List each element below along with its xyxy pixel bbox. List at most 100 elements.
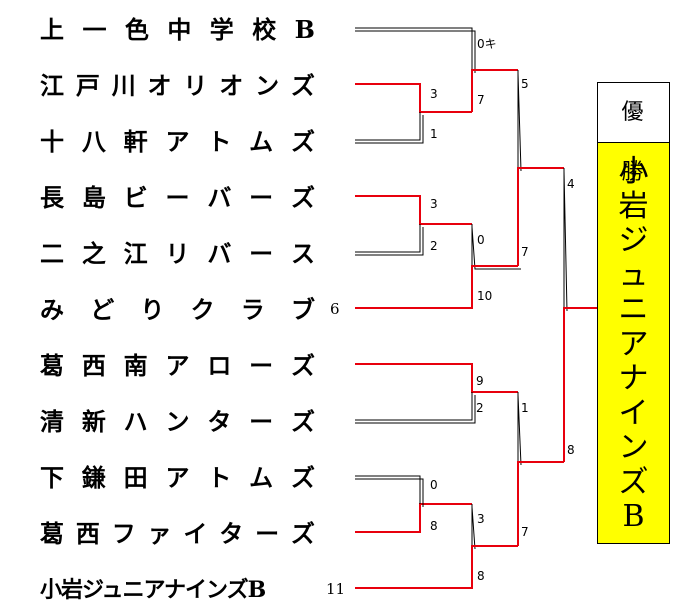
team-name-char: ズ xyxy=(290,183,315,212)
match-score: 3 xyxy=(430,197,438,211)
team-name: 小岩ジュニアナインズB xyxy=(40,577,266,603)
team-name-char: ー xyxy=(249,407,274,436)
team-name-char: 十 xyxy=(40,127,64,156)
winner-name-char: ン xyxy=(618,430,649,465)
match-score: 3 xyxy=(477,512,485,526)
winner-name-char: ナ xyxy=(618,361,649,396)
team-name-char: ン xyxy=(165,407,190,436)
team-name: 二之江リバース xyxy=(40,239,315,269)
team-name-char: 新 xyxy=(81,407,106,436)
team-name-char: ト xyxy=(207,127,232,156)
team-name: 江戸川オリオンズ xyxy=(40,71,315,101)
team-name-char: ズ xyxy=(290,71,315,100)
team-name-char: 川 xyxy=(111,71,136,100)
team-name-char: 校 xyxy=(252,15,277,44)
bracket-line xyxy=(355,392,473,421)
team-name-char: 西 xyxy=(81,351,106,380)
winner-name-char: ズ xyxy=(618,464,649,500)
team-name-char: ア xyxy=(165,127,190,156)
bracket-line xyxy=(355,265,518,309)
team-name-char: 南 xyxy=(123,351,148,380)
bracket-line xyxy=(355,363,518,393)
match-score: 9 xyxy=(476,374,484,388)
team-name-char: バ xyxy=(207,239,232,268)
team-name-char: タ xyxy=(219,519,244,548)
winner-name-char: B xyxy=(622,499,645,534)
match-score: 5 xyxy=(521,77,529,91)
team-name-char: タ xyxy=(207,407,232,436)
team-name-char: ク xyxy=(190,295,215,324)
team-name: 葛西南アローズ xyxy=(40,351,315,381)
bracket-line xyxy=(517,72,522,172)
bracket-line xyxy=(563,170,568,312)
team-name-char: み xyxy=(40,295,64,324)
team-name-char: ー xyxy=(249,183,274,212)
team-name-char: ズ xyxy=(290,519,315,548)
team-name-char: 色 xyxy=(124,15,149,44)
team-name: 十八軒アトムズ xyxy=(40,127,315,157)
team-name-char: B xyxy=(294,15,315,44)
bracket-line xyxy=(355,224,421,253)
team-name-char: 清 xyxy=(40,407,64,436)
team-name-char: 長 xyxy=(40,183,64,212)
team-name: 葛西ファイターズ xyxy=(40,519,315,549)
team-name-char: ラ xyxy=(240,295,265,324)
bracket-line xyxy=(355,195,472,225)
team-name-char: 島 xyxy=(81,183,106,212)
team-name-char: 学 xyxy=(209,15,234,44)
match-score: 8 xyxy=(477,569,485,583)
team-name-char: ア xyxy=(165,463,190,492)
team-name-char: 西 xyxy=(75,519,100,548)
bracket-line xyxy=(471,226,521,270)
bracket-line xyxy=(355,27,473,70)
team-name-char: 葛 xyxy=(40,351,64,380)
match-score: 2 xyxy=(476,401,484,415)
team-name: みどりクラブ xyxy=(40,295,315,325)
team-name-char: 二 xyxy=(40,239,64,268)
team-name-char: 中 xyxy=(167,15,192,44)
team-name-char: 八 xyxy=(81,127,106,156)
bracket-line xyxy=(563,307,597,462)
team-name-char: ー xyxy=(249,351,274,380)
team-name-char: ど xyxy=(90,295,115,324)
team-name-char: ム xyxy=(249,463,274,492)
team-name-char: 鎌 xyxy=(81,463,106,492)
team-name-char: リ xyxy=(183,71,208,100)
team-name-char: ン xyxy=(255,71,280,100)
bracket-line xyxy=(355,478,424,507)
team-name-char: 田 xyxy=(123,463,148,492)
winner-name-char: 小 xyxy=(618,154,649,189)
winner-name-char: ア xyxy=(618,326,649,362)
team-name-char: 之 xyxy=(81,239,106,268)
team-name-char: イ xyxy=(183,519,208,548)
bracket-line xyxy=(517,167,564,266)
team-name-char: ー xyxy=(165,183,190,212)
match-score: 7 xyxy=(521,525,529,539)
bracket-line xyxy=(355,83,472,113)
match-score: 4 xyxy=(567,177,575,191)
team-name-char: フ xyxy=(111,519,136,548)
match-score: 8 xyxy=(430,519,438,533)
bracket-line xyxy=(355,475,421,504)
bracket-line xyxy=(517,394,522,466)
match-score: 1 xyxy=(430,127,438,141)
team-name-char: ハ xyxy=(123,407,148,436)
bracket-line xyxy=(355,227,424,256)
team-name-char: リ xyxy=(165,239,190,268)
team-name-char: 江 xyxy=(123,239,148,268)
team-name-char: り xyxy=(140,295,165,324)
team-name-char: ビ xyxy=(123,183,148,212)
team-name-char: ー xyxy=(249,239,274,268)
team-name-char: バ xyxy=(207,183,232,212)
team-name-char: ア xyxy=(165,351,190,380)
match-score: 0キ xyxy=(477,37,497,51)
team-name-char: ズ xyxy=(290,407,315,436)
team-name-char: ス xyxy=(290,239,315,268)
team-name-char: 軒 xyxy=(123,127,148,156)
match-score: 1 xyxy=(521,401,529,415)
match-score: 0 xyxy=(477,233,485,247)
winner-name-char: イ xyxy=(618,395,649,431)
